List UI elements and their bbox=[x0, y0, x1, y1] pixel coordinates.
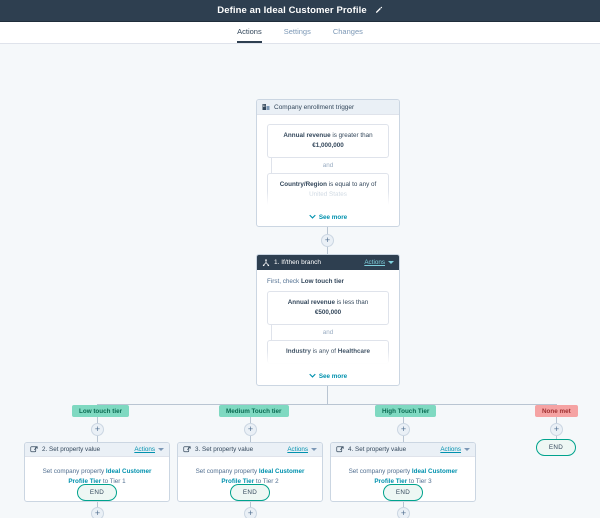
add-step-button-4[interactable]: + bbox=[397, 423, 410, 436]
action-card-2-actions-menu[interactable]: Actions bbox=[134, 446, 164, 453]
branch-see-more-link[interactable]: See more bbox=[257, 373, 399, 380]
end-node-2: END bbox=[230, 484, 270, 501]
action-card-4-property: Ideal Customer Profile Tier bbox=[374, 468, 458, 485]
action-card-3-prefix: Set company property bbox=[195, 468, 259, 475]
action-card-2-actions-label: Actions bbox=[134, 446, 155, 453]
chevron-down-icon bbox=[388, 261, 394, 264]
workflow-canvas[interactable]: Company enrollment trigger Annual revenu… bbox=[0, 44, 600, 518]
branch-condition-2-value: Healthcare bbox=[337, 348, 370, 355]
branch-icon bbox=[262, 258, 270, 267]
branch-label-high-touch[interactable]: High Touch Tier bbox=[375, 405, 437, 417]
chevron-down-icon bbox=[464, 448, 470, 451]
add-step-button-7[interactable]: + bbox=[244, 507, 257, 518]
branch-condition-1-property: Annual revenue bbox=[287, 299, 335, 306]
action-card-4-title: 4. Set property value bbox=[348, 446, 407, 453]
add-step-button-6[interactable]: + bbox=[91, 507, 104, 518]
action-card-4-body: Set company property Ideal Customer Prof… bbox=[331, 457, 475, 487]
trigger-see-more-label: See more bbox=[318, 214, 348, 221]
add-step-button-1[interactable]: + bbox=[321, 234, 334, 247]
trigger-and-label: and bbox=[267, 158, 389, 173]
branch-condition-2: Industry is any of Healthcare bbox=[267, 340, 389, 364]
enrollment-trigger-header: Company enrollment trigger bbox=[257, 100, 399, 115]
action-card-3-actions-menu[interactable]: Actions bbox=[287, 446, 317, 453]
set-property-icon bbox=[30, 445, 38, 454]
branch-condition-1-value: €500,000 bbox=[314, 309, 342, 316]
tab-bar: Actions Settings Changes bbox=[0, 22, 600, 44]
trigger-condition-2-operator: is equal to any of bbox=[328, 181, 377, 188]
branch-actions-menu[interactable]: Actions bbox=[364, 259, 394, 266]
action-card-2-title: 2. Set property value bbox=[42, 446, 101, 453]
trigger-condition-1-property: Annual revenue bbox=[283, 132, 331, 139]
action-card-2[interactable]: 2. Set property value Actions Set compan… bbox=[24, 442, 170, 502]
connector-branch-split bbox=[97, 404, 557, 405]
ifthen-branch-title: 1. If/then branch bbox=[274, 259, 321, 266]
action-card-4-header: 4. Set property value Actions bbox=[331, 443, 475, 457]
window-header: Define an Ideal Customer Profile bbox=[0, 0, 600, 22]
trigger-condition-2-value: United States bbox=[309, 191, 347, 198]
chevron-down-icon bbox=[309, 373, 316, 380]
branch-label-low-touch[interactable]: Low touch tier bbox=[72, 405, 130, 417]
end-node-1: END bbox=[77, 484, 117, 501]
branch-condition-1-operator: is less than bbox=[336, 299, 369, 306]
branch-first-check-name: Low touch tier bbox=[300, 278, 344, 285]
ifthen-branch-header: 1. If/then branch Actions bbox=[257, 255, 399, 270]
trigger-condition-1: Annual revenue is greater than €1,000,00… bbox=[267, 124, 389, 158]
action-card-4-actions-menu[interactable]: Actions bbox=[440, 446, 470, 453]
trigger-condition-2-property: Country/Region bbox=[279, 181, 327, 188]
action-card-3-title: 3. Set property value bbox=[195, 446, 254, 453]
branch-and-label: and bbox=[267, 325, 389, 340]
action-card-3-header: 3. Set property value Actions bbox=[178, 443, 322, 457]
add-step-button-2[interactable]: + bbox=[91, 423, 104, 436]
chevron-down-icon bbox=[309, 214, 316, 221]
add-step-button-8[interactable]: + bbox=[397, 507, 410, 518]
action-card-4-suffix: to Tier 3 bbox=[407, 478, 432, 485]
ifthen-branch-body: First, check Low touch tier Annual reven… bbox=[257, 270, 399, 364]
chevron-down-icon bbox=[311, 448, 317, 451]
action-card-2-suffix: to Tier 1 bbox=[101, 478, 126, 485]
branch-actions-label: Actions bbox=[364, 259, 385, 266]
branch-label-none-met[interactable]: None met bbox=[535, 405, 578, 417]
tab-changes[interactable]: Changes bbox=[332, 27, 363, 36]
tab-settings[interactable]: Settings bbox=[283, 27, 311, 36]
branch-first-check: First, check Low touch tier bbox=[267, 278, 389, 285]
action-card-4-actions-label: Actions bbox=[440, 446, 461, 453]
page-title: Define an Ideal Customer Profile bbox=[217, 5, 367, 16]
action-card-4-prefix: Set company property bbox=[348, 468, 412, 475]
add-step-button-3[interactable]: + bbox=[244, 423, 257, 436]
connector-branch-stem bbox=[327, 386, 328, 404]
enrollment-trigger-title: Company enrollment trigger bbox=[274, 103, 355, 111]
end-node-3: END bbox=[383, 484, 423, 501]
branch-condition-2-property: Industry bbox=[286, 348, 311, 355]
tab-actions[interactable]: Actions bbox=[237, 27, 262, 43]
action-card-2-prefix: Set company property bbox=[42, 468, 106, 475]
enrollment-trigger-body: Annual revenue is greater than €1,000,00… bbox=[257, 115, 399, 207]
trigger-condition-1-value: €1,000,000 bbox=[312, 142, 344, 149]
branch-condition-1: Annual revenue is less than €500,000 bbox=[267, 291, 389, 325]
action-card-3-suffix: to Tier 2 bbox=[254, 478, 279, 485]
action-card-2-header: 2. Set property value Actions bbox=[25, 443, 169, 457]
enrollment-trigger-card[interactable]: Company enrollment trigger Annual revenu… bbox=[256, 99, 400, 227]
ifthen-branch-card[interactable]: 1. If/then branch Actions First, check L… bbox=[256, 254, 400, 386]
action-card-2-property: Ideal Customer Profile Tier bbox=[68, 468, 152, 485]
action-card-3-property: Ideal Customer Profile Tier bbox=[221, 468, 305, 485]
trigger-condition-2: Country/Region is equal to any of United… bbox=[267, 173, 389, 207]
branch-first-check-prefix: First, check bbox=[267, 278, 300, 285]
company-enrollment-icon bbox=[262, 103, 270, 111]
trigger-condition-1-operator: is greater than bbox=[332, 132, 373, 139]
action-card-3-body: Set company property Ideal Customer Prof… bbox=[178, 457, 322, 487]
chevron-down-icon bbox=[158, 448, 164, 451]
branch-label-medium-touch[interactable]: Medium Touch tier bbox=[219, 405, 289, 417]
trigger-see-more-link[interactable]: See more bbox=[257, 214, 399, 221]
action-card-2-body: Set company property Ideal Customer Prof… bbox=[25, 457, 169, 487]
set-property-icon bbox=[336, 445, 344, 454]
pencil-icon[interactable] bbox=[374, 6, 383, 15]
branch-see-more-label: See more bbox=[318, 373, 348, 380]
branch-condition-2-operator: is any of bbox=[312, 348, 337, 355]
add-step-button-5[interactable]: + bbox=[550, 423, 563, 436]
end-node-4: END bbox=[536, 439, 576, 456]
set-property-icon bbox=[183, 445, 191, 454]
action-card-3-actions-label: Actions bbox=[287, 446, 308, 453]
